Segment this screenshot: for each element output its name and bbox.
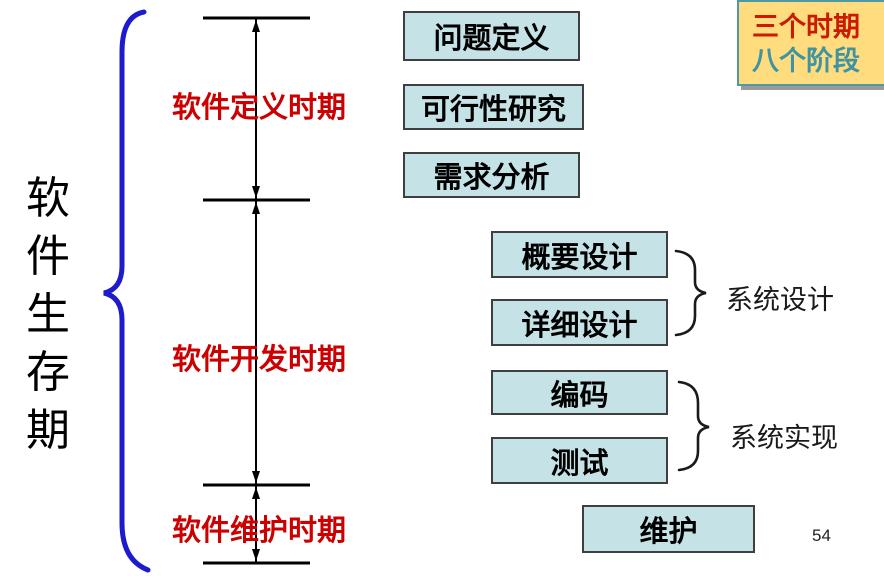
group-brace-system-design bbox=[674, 249, 707, 337]
timeline-arrows bbox=[203, 16, 310, 565]
stage-box-detailed-design: 详细设计 bbox=[491, 299, 668, 346]
group-label-system-implementation: 系统实现 bbox=[730, 423, 838, 453]
left-brace bbox=[103, 9, 151, 573]
period-label-definition: 软件定义时期 bbox=[171, 92, 346, 124]
stage-box-maintenance: 维护 bbox=[582, 505, 755, 553]
stage-box-testing: 测试 bbox=[491, 437, 668, 484]
group-brace-system-implementation bbox=[677, 380, 710, 472]
period-label-maintenance: 软件维护时期 bbox=[171, 515, 346, 547]
note-line-periods: 三个时期 bbox=[752, 12, 860, 42]
period-label-development: 软件开发时期 bbox=[171, 344, 346, 376]
stage-box-feasibility-study: 可行性研究 bbox=[403, 84, 584, 130]
lifecycle-title: 软件生存期 bbox=[26, 174, 70, 455]
stage-box-requirements-analysis: 需求分析 bbox=[403, 152, 580, 198]
stage-box-problem-definition: 问题定义 bbox=[403, 11, 580, 61]
note-box: 三个时期 八个阶段 bbox=[737, 0, 884, 86]
stage-box-preliminary-design: 概要设计 bbox=[491, 231, 668, 278]
stage-box-coding: 编码 bbox=[491, 370, 668, 415]
group-label-system-design: 系统设计 bbox=[726, 285, 834, 315]
page-number: 54 bbox=[812, 526, 831, 545]
note-line-stages: 八个阶段 bbox=[752, 46, 860, 76]
